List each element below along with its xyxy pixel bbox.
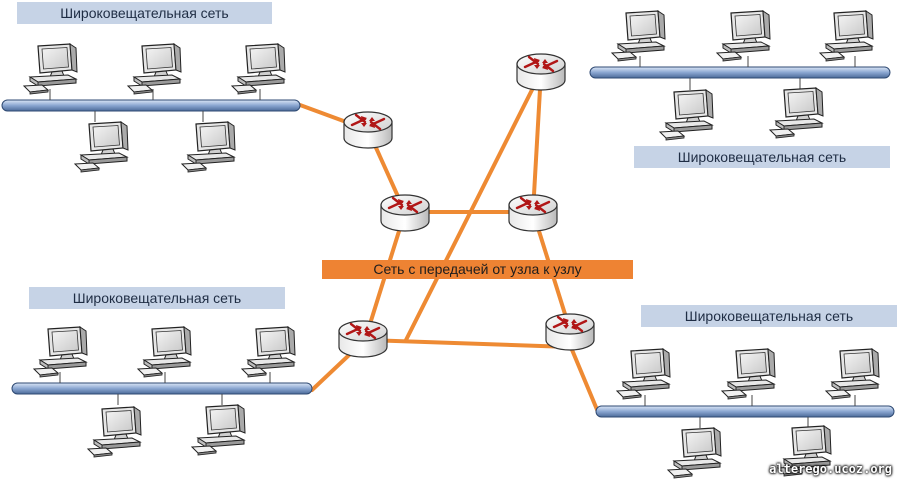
computer-icon <box>241 326 296 378</box>
computer-icon <box>819 10 874 62</box>
computer-icon <box>825 348 880 400</box>
link-r5-r6 <box>363 338 572 349</box>
computer-icon <box>127 43 182 95</box>
computer-icon <box>659 89 714 141</box>
computer-icon <box>769 87 824 139</box>
router-icon <box>515 52 567 92</box>
computer-icon <box>667 427 722 479</box>
router-icon <box>544 312 596 352</box>
watermark: alterego.ucoz.org <box>769 462 892 476</box>
bus-bottom-left <box>11 372 313 405</box>
computer-icon <box>74 121 129 173</box>
router-icon <box>342 110 394 150</box>
computer-icon <box>716 10 771 62</box>
label-broadcast-network-top-left: Широковещательная сеть <box>17 2 272 24</box>
bus-bottom-right <box>595 395 895 428</box>
computer-icon <box>137 326 192 378</box>
computer-icon <box>23 43 78 95</box>
computer-icon <box>611 10 666 62</box>
bus-top-right <box>589 56 891 90</box>
computer-icon <box>721 348 776 400</box>
router-icon <box>507 193 559 233</box>
router-icon <box>379 193 431 233</box>
label-broadcast-network-top-right: Широковещательная сеть <box>634 146 890 168</box>
computer-icon <box>33 326 88 378</box>
label-broadcast-network-bottom-left: Широковещательная сеть <box>29 287 285 309</box>
label-broadcast-network-bottom-right: Широковещательная сеть <box>641 305 897 327</box>
computer-icon <box>616 348 671 400</box>
label-p2p-network: Сеть с передачей от узла к узлу <box>322 260 633 279</box>
link-r2-r4 <box>531 70 543 214</box>
computer-icon <box>231 43 286 95</box>
router-icon <box>337 319 389 359</box>
link-r2-r5 <box>404 70 543 342</box>
bus-top-left <box>1 89 301 122</box>
computer-icon <box>191 404 246 456</box>
computer-icon <box>87 406 142 458</box>
computer-icon <box>181 121 236 173</box>
link-r6-lan-br <box>568 343 600 414</box>
